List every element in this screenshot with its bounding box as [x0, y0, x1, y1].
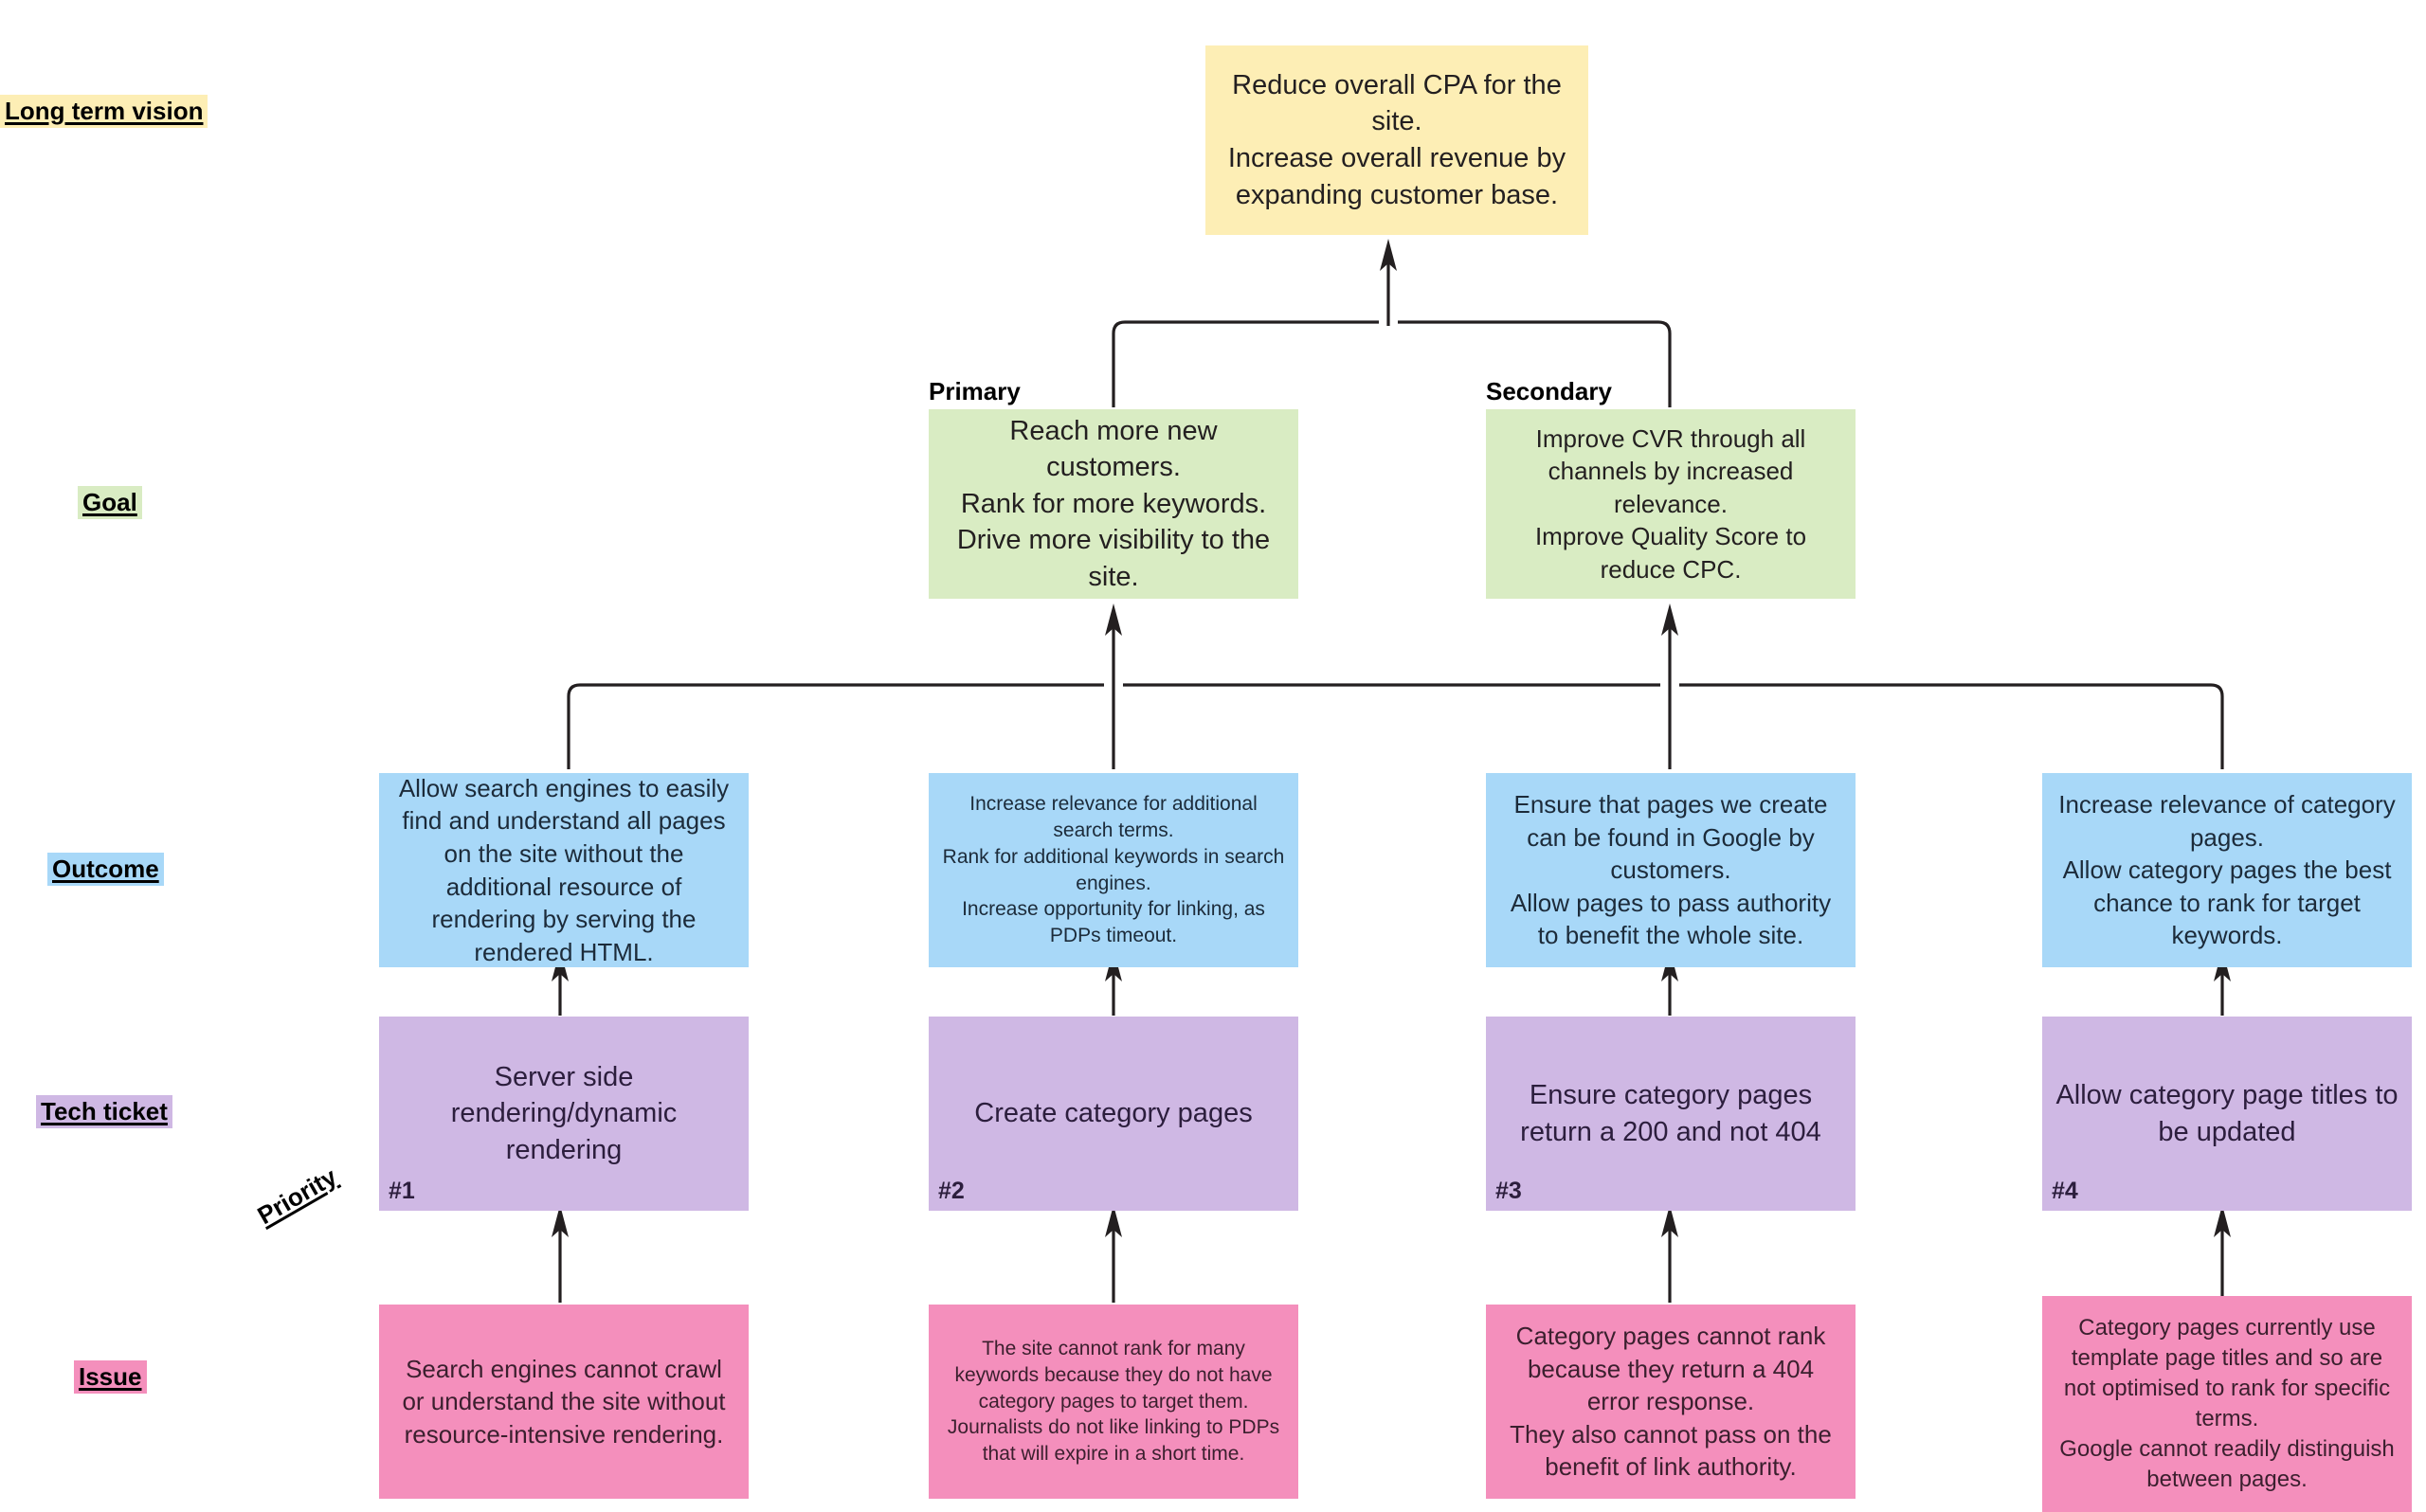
ticket-node-3-text: Ensure category pages return a 200 and n… — [1520, 1079, 1821, 1147]
ticket-node-4-text: Allow category page titles to be updated — [2055, 1079, 2399, 1147]
issue-node-2-text: The site cannot rank for many keywords b… — [947, 1337, 1280, 1466]
row-label-issue: Issue — [74, 1360, 147, 1395]
outcome-node-3-text: Ensure that pages we create can be found… — [1510, 790, 1832, 950]
goal-caption-primary: Primary — [929, 377, 1021, 405]
outcome-node-1[interactable]: Allow search engines to easily find and … — [379, 773, 749, 967]
row-label-outcome: Outcome — [47, 853, 164, 887]
ticket-node-3[interactable]: Ensure category pages return a 200 and n… — [1486, 1017, 1856, 1211]
goal-node-primary-text: Reach more new customers. Rank for more … — [956, 415, 1271, 592]
issue-node-4[interactable]: Category pages currently use template pa… — [2042, 1296, 2412, 1512]
outcome-node-2-text: Increase relevance for additional search… — [942, 792, 1285, 947]
ticket-node-4-priority: #4 — [2052, 1177, 2078, 1204]
wire-goal1-to-bus — [1112, 320, 1379, 407]
goal-node-primary[interactable]: Reach more new customers. Rank for more … — [929, 409, 1298, 599]
outcome-node-4[interactable]: Increase relevance of category pages. Al… — [2042, 773, 2412, 967]
wire-outcome1-to-bus — [567, 683, 1104, 769]
ticket-node-2-text: Create category pages — [974, 1098, 1253, 1129]
outcome-node-3[interactable]: Ensure that pages we create can be found… — [1486, 773, 1856, 967]
ticket-node-3-priority: #3 — [1495, 1177, 1522, 1204]
outcome-node-2[interactable]: Increase relevance for additional search… — [929, 773, 1298, 967]
issue-node-2[interactable]: The site cannot rank for many keywords b… — [929, 1305, 1298, 1499]
ticket-node-4[interactable]: Allow category page titles to be updated… — [2042, 1017, 2412, 1211]
goal-caption-secondary: Secondary — [1486, 377, 1612, 405]
goal-node-secondary-text: Improve CVR through all channels by incr… — [1534, 423, 1807, 584]
issue-node-1-text: Search engines cannot crawl or understan… — [402, 1354, 726, 1449]
vision-node[interactable]: Reduce overall CPA for the site. Increas… — [1205, 45, 1588, 235]
arrowheads — [552, 239, 2231, 1237]
outcome-node-1-text: Allow search engines to easily find and … — [398, 773, 730, 966]
ticket-node-1-text: Server side rendering/dynamic rendering — [450, 1061, 678, 1165]
row-label-tech-ticket: Tech ticket — [36, 1095, 172, 1129]
outcome-node-4-text: Increase relevance of category pages. Al… — [2058, 790, 2396, 950]
ticket-node-2[interactable]: Create category pages #2 — [929, 1017, 1298, 1211]
ticket-node-2-priority: #2 — [938, 1177, 965, 1204]
priority-axis-label: Priority — [252, 1161, 342, 1231]
issue-node-1[interactable]: Search engines cannot crawl or understan… — [379, 1305, 749, 1499]
issue-node-4-text: Category pages currently use template pa… — [2059, 1315, 2395, 1492]
issue-node-3-text: Category pages cannot rank because they … — [1510, 1322, 1832, 1482]
ticket-node-1-priority: #1 — [389, 1177, 415, 1204]
ticket-node-1[interactable]: Server side rendering/dynamic rendering … — [379, 1017, 749, 1211]
wire-outcome4-to-bus — [1679, 683, 2224, 769]
vision-node-text: Reduce overall CPA for the site. Increas… — [1227, 69, 1566, 210]
issue-node-3[interactable]: Category pages cannot rank because they … — [1486, 1305, 1856, 1499]
row-label-long-term-vision: Long term vision — [0, 95, 208, 129]
goal-node-secondary[interactable]: Improve CVR through all channels by incr… — [1486, 409, 1856, 599]
row-label-goal: Goal — [78, 486, 142, 520]
